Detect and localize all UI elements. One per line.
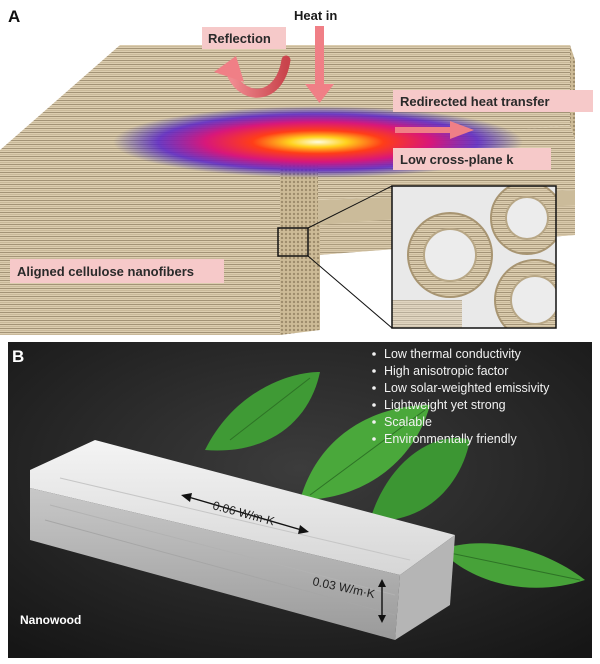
cross-fiber-arrow <box>378 579 386 623</box>
panel-a-letter: A <box>8 7 20 26</box>
fiber-tube-1 <box>407 212 493 298</box>
leaf-3 <box>370 437 470 521</box>
nanowood-block <box>30 440 455 640</box>
svg-text:Lightweight yet strong: Lightweight yet strong <box>384 398 506 412</box>
svg-text:High anisotropic factor: High anisotropic factor <box>384 364 508 378</box>
along-fiber-arrow <box>181 493 309 534</box>
svg-text:Low thermal conductivity: Low thermal conductivity <box>384 347 522 361</box>
redirected-label: Redirected heat transfer <box>400 94 550 109</box>
zoom-source-box <box>277 227 309 257</box>
cross-plane-label-box <box>393 148 551 170</box>
nanofiber-inset <box>391 185 557 329</box>
panel-b-letter: B <box>12 347 24 366</box>
property-item: High anisotropic factor <box>372 364 508 378</box>
zoom-connector-bottom <box>307 255 393 329</box>
heat-in-arrow <box>305 26 334 103</box>
zoom-connector-top <box>307 185 393 229</box>
property-item: Low thermal conductivity <box>372 347 522 361</box>
redirected-arrow <box>395 121 474 139</box>
redirected-label-box <box>393 90 593 112</box>
property-item: Scalable <box>372 415 432 429</box>
panel-a: A Heat in Ref <box>0 7 593 335</box>
property-item: Lightweight yet strong <box>372 398 506 412</box>
leaf-1 <box>205 372 320 451</box>
heat-in-label: Heat in <box>294 8 337 23</box>
aligned-label: Aligned cellulose nanofibers <box>17 264 194 279</box>
cross-plane-label: Low cross-plane k <box>400 152 514 167</box>
svg-text:Low solar-weighted emissivity: Low solar-weighted emissivity <box>384 381 550 395</box>
panel-b: 0.06 W/m·K 0.03 W/m·K B Low thermal cond… <box>8 342 592 658</box>
leaf-2 <box>300 405 430 500</box>
svg-text:Scalable: Scalable <box>384 415 432 429</box>
leaves <box>205 372 585 588</box>
reflection-arrow <box>214 55 291 98</box>
fiber-tube-2 <box>490 186 556 255</box>
sample-name: Nanowood <box>20 613 81 627</box>
svg-text:Environmentally friendly: Environmentally friendly <box>384 432 517 446</box>
aligned-label-box <box>10 259 224 283</box>
property-item: Low solar-weighted emissivity <box>372 381 550 395</box>
property-list: Low thermal conductivity High anisotropi… <box>372 347 550 446</box>
property-item: Environmentally friendly <box>372 432 517 446</box>
reflection-label-box <box>202 27 286 49</box>
fiber-tube-3 <box>494 259 556 328</box>
reflection-label: Reflection <box>208 31 271 46</box>
